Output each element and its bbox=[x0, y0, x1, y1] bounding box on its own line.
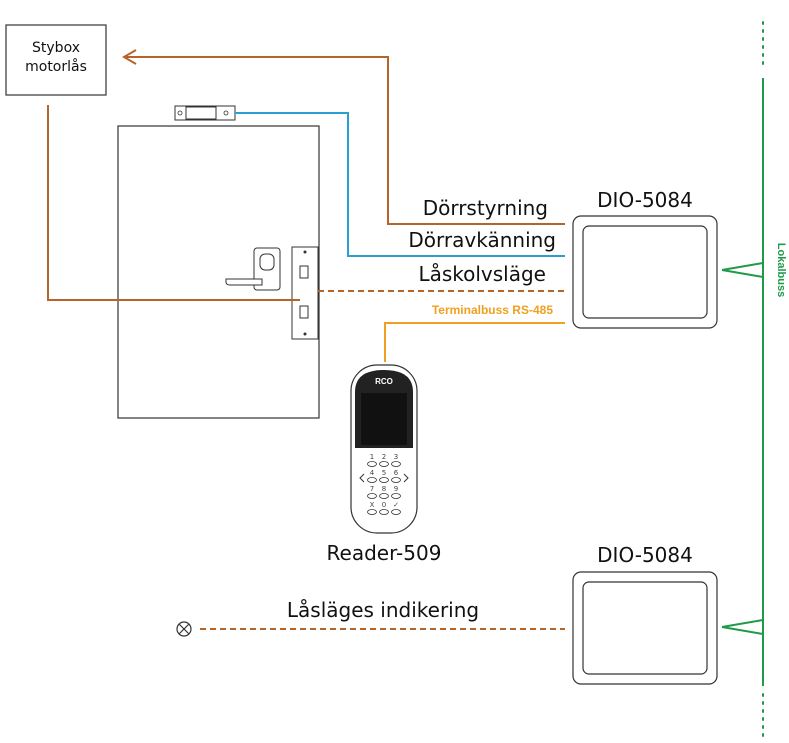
keypad-key bbox=[379, 509, 389, 515]
dio-5084-top: DIO-5084 bbox=[572, 188, 718, 329]
arrow-to-stybox bbox=[122, 49, 137, 65]
keypad-key bbox=[367, 493, 377, 499]
terminalbuss-label: Terminalbuss RS-485 bbox=[432, 303, 553, 317]
terminalbuss-line bbox=[384, 322, 565, 362]
laskolvslage-label: Låskolvsläge bbox=[418, 262, 546, 286]
keypad-key-label: 2 bbox=[382, 453, 386, 461]
dio-5084-bottom: DIO-5084 bbox=[572, 543, 718, 685]
keypad-key bbox=[367, 461, 377, 467]
keypad-key bbox=[367, 509, 377, 515]
keypad-key bbox=[379, 493, 389, 499]
stybox-to-lock-line bbox=[47, 105, 300, 301]
keypad-key-label: ✓ bbox=[393, 501, 399, 509]
door bbox=[117, 125, 320, 419]
keypad-key-label: 9 bbox=[394, 485, 398, 493]
keypad-key-label: 7 bbox=[370, 485, 374, 493]
reader-brand: RCO bbox=[375, 377, 393, 386]
stybox-motorlas-box: Stybox motorlås bbox=[5, 24, 107, 96]
keypad-key bbox=[391, 493, 401, 499]
dio-bottom-label: DIO-5084 bbox=[597, 543, 693, 567]
lock-strike-plate bbox=[291, 246, 319, 340]
keypad-key bbox=[379, 477, 389, 483]
keypad-key-label: 5 bbox=[382, 469, 386, 477]
keypad-key-label: 6 bbox=[394, 469, 399, 477]
right-arrow-icon bbox=[403, 473, 409, 483]
keypad-key-label: 4 bbox=[370, 469, 375, 477]
reader-label: Reader-509 bbox=[327, 541, 442, 565]
keypad-key-label: 3 bbox=[394, 453, 398, 461]
keypad-key-label: 0 bbox=[382, 501, 386, 509]
dio-top-label: DIO-5084 bbox=[597, 188, 693, 212]
keypad-key bbox=[367, 477, 377, 483]
keypad-key bbox=[379, 461, 389, 467]
dorravkanning-line bbox=[235, 112, 565, 257]
door-sensor bbox=[174, 105, 236, 121]
indicator-lamp-icon bbox=[176, 621, 192, 637]
dorravkanning-label: Dörravkänning bbox=[408, 228, 556, 252]
dorrstyrning-label: Dörrstyrning bbox=[423, 196, 548, 220]
keypad-key bbox=[391, 461, 401, 467]
keypad-key-label: 8 bbox=[382, 485, 386, 493]
lokalbuss-bus: Lokalbuss bbox=[721, 21, 787, 739]
dorrstyrning-line bbox=[124, 56, 565, 225]
keypad-key bbox=[391, 509, 401, 515]
stybox-label-line2: motorlås bbox=[25, 58, 87, 75]
left-arrow-icon bbox=[359, 473, 365, 483]
stybox-label-line1: Stybox bbox=[32, 40, 80, 56]
keypad-key-label: 1 bbox=[370, 453, 374, 461]
lokalbuss-label: Lokalbuss bbox=[775, 243, 787, 297]
laslages-label: Låsläges indikering bbox=[287, 598, 479, 622]
door-handle bbox=[225, 247, 281, 291]
keypad-key bbox=[391, 477, 401, 483]
keypad-key-label: X bbox=[370, 501, 375, 509]
